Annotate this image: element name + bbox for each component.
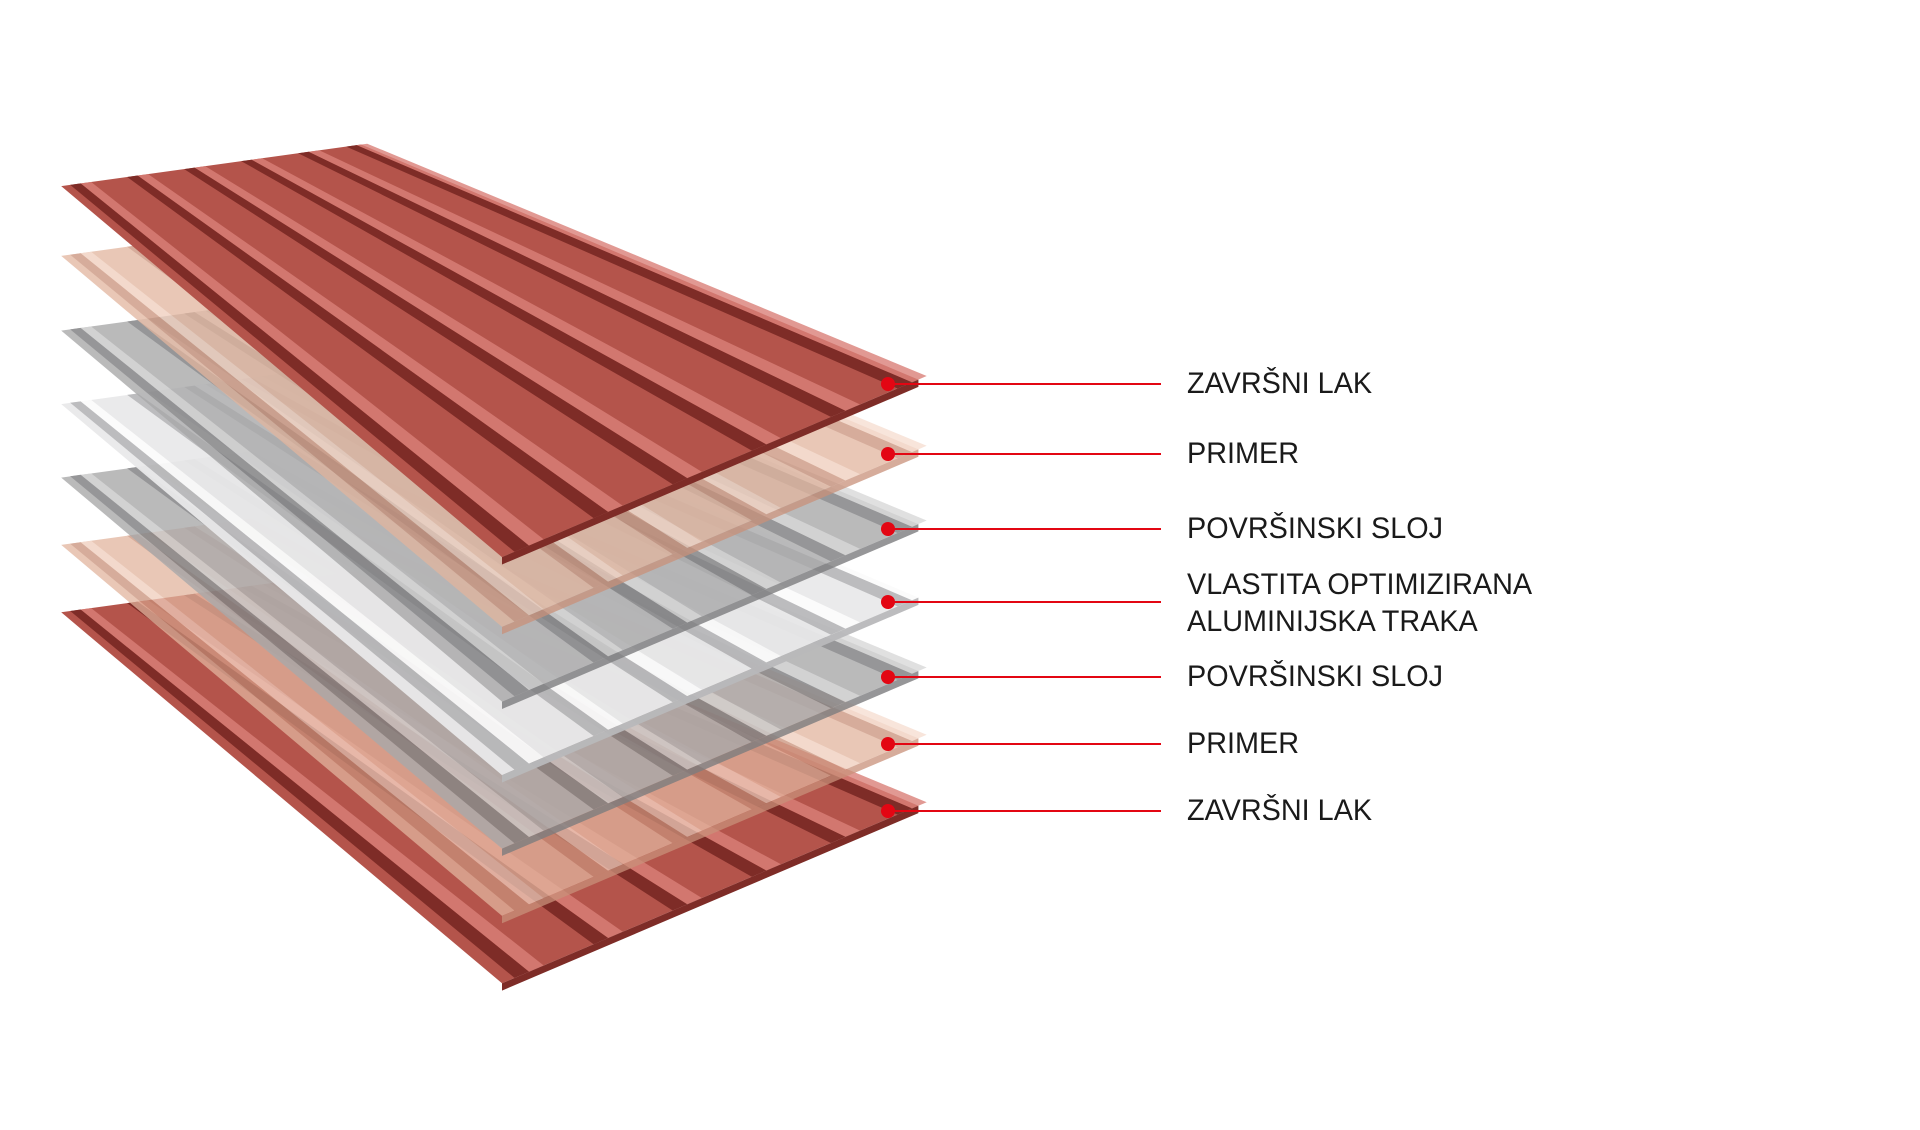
leader-line (888, 453, 1161, 455)
sheet-rib-highlight (80, 399, 544, 764)
sheet-rib-highlight (137, 174, 623, 512)
sheet-rib-shadow (127, 175, 609, 519)
sheet-front-edge (502, 597, 919, 783)
sheet-rib-shadow (298, 151, 846, 417)
sheet-rib-highlight (80, 473, 544, 837)
leader-line (888, 743, 1161, 745)
sheet-front-edge (502, 805, 919, 991)
sheet-rib-shadow (70, 609, 530, 978)
layer-label: ZAVRŠNI LAK (1187, 367, 1373, 400)
sheet-rib-highlight (80, 608, 544, 972)
marker-dot (881, 595, 895, 609)
leader-line (888, 810, 1161, 812)
layer-label-line2: ALUMINIJSKA TRAKA (1187, 605, 1478, 638)
sheet-front-edge (502, 738, 919, 924)
marker-dot (881, 522, 895, 536)
sheet-rib-shadow (70, 474, 530, 844)
sheet-rib-highlight (80, 251, 544, 616)
layer-label: PRIMER (1187, 437, 1300, 470)
sheet-rib-highlight (251, 158, 781, 445)
marker-dot (881, 804, 895, 818)
sheet-front-edge (502, 671, 919, 856)
layer-label: PRIMER (1187, 727, 1300, 760)
marker-dot (881, 377, 895, 391)
sheet-rib-shadow (346, 145, 913, 389)
sheet-rib-shadow (70, 542, 530, 911)
sheet-rib-shadow (184, 167, 688, 485)
sheet-front-edge (502, 524, 919, 709)
sheet-rib-shadow (70, 401, 530, 770)
leader-line (888, 528, 1161, 530)
marker-dot (881, 447, 895, 461)
leader-line (888, 601, 1161, 603)
sheet-rib-shadow (70, 253, 530, 622)
layer-label: POVRŠINSKI SLOJ (1187, 512, 1444, 545)
sheet-rib-highlight (308, 150, 861, 411)
sheet-layer-1 (61, 143, 927, 565)
sheet-rib-highlight (80, 540, 544, 905)
sheet-rib-highlight (194, 166, 702, 479)
layer-label: POVRŠINSKI SLOJ (1187, 660, 1444, 693)
sheet-rib-highlight (80, 182, 544, 546)
sheet-rib-highlight (80, 326, 544, 691)
sheet-rib-shadow (70, 327, 530, 697)
sheet-rib-shadow (70, 183, 530, 552)
sheet-rib-highlight (356, 143, 927, 383)
leader-line (888, 676, 1161, 678)
layer-label: VLASTITA OPTIMIZIRANA (1187, 568, 1533, 601)
marker-dot (881, 670, 895, 684)
sheet-front-edge (502, 449, 919, 635)
sheet-front-edge (502, 379, 919, 565)
layer-label: ZAVRŠNI LAK (1187, 794, 1373, 827)
leader-line (888, 383, 1161, 385)
marker-dot (881, 737, 895, 751)
sheet-rib-shadow (241, 159, 767, 451)
